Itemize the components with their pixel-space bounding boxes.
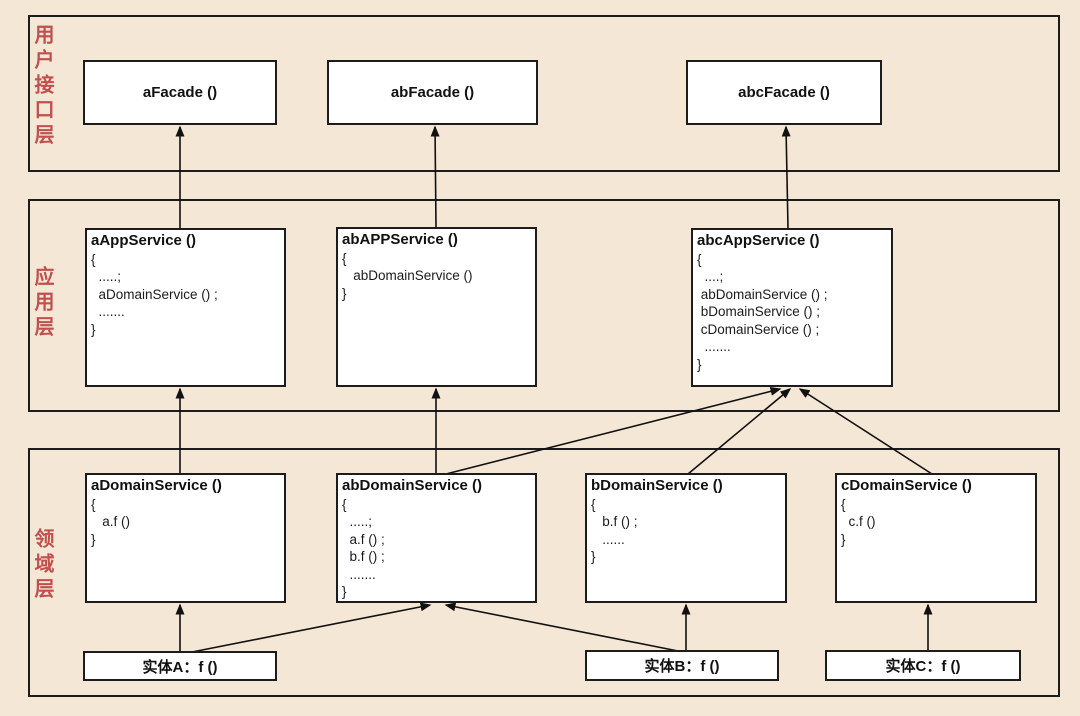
entity-c-box: 实体C：f () bbox=[825, 650, 1021, 681]
aappservice-box: aAppService () { .....; aDomainService (… bbox=[85, 228, 286, 387]
aappservice-body: { .....; aDomainService () ; ....... } bbox=[91, 251, 218, 337]
abdomainservice-box: abDomainService () { .....; a.f () ; b.f… bbox=[336, 473, 537, 603]
cdomainservice-box: cDomainService () { c.f () } bbox=[835, 473, 1037, 603]
abcappservice-box: abcAppService () { ....; abDomainService… bbox=[691, 228, 893, 387]
arrow-entity-a-to-abdomainservice bbox=[191, 602, 432, 653]
ui-layer-frame bbox=[28, 15, 1060, 172]
entity-a-box: 实体A：f () bbox=[83, 651, 277, 681]
ui-layer-label: 用户接口层 bbox=[31, 24, 53, 149]
aappservice-title: aAppService () bbox=[91, 232, 197, 249]
domain-layer-label: 领域层 bbox=[31, 528, 53, 603]
cdomainservice-title: cDomainService () bbox=[841, 477, 972, 494]
afacade-title: aFacade () bbox=[142, 84, 218, 101]
arrow-cdomainservice-to-abcappservice bbox=[798, 388, 933, 475]
entity-c-label: 实体C：f () bbox=[885, 658, 961, 675]
abcappservice-title: abcAppService () bbox=[697, 232, 820, 249]
entity-b-label: 实体B：f () bbox=[644, 658, 720, 675]
bdomainservice-body: { b.f () ; ...... } bbox=[591, 496, 638, 565]
entity-a-label: 实体A：f () bbox=[142, 658, 218, 676]
abcappservice-body: { ....; abDomainService () ; bDomainServ… bbox=[697, 251, 828, 373]
abdomainservice-body: { .....; a.f () ; b.f () ; ....... } bbox=[342, 496, 385, 600]
bdomainservice-box: bDomainService () { b.f () ; ...... } bbox=[585, 473, 787, 603]
abcfacade-title: abcFacade () bbox=[738, 84, 830, 101]
abfacade-box: abFacade () bbox=[327, 60, 538, 125]
abfacade-title: abFacade () bbox=[390, 84, 475, 101]
adomainservice-box: aDomainService () { a.f () } bbox=[85, 473, 286, 603]
afacade-box: aFacade () bbox=[83, 60, 277, 125]
bdomainservice-title: bDomainService () bbox=[591, 477, 723, 494]
cdomainservice-body: { c.f () } bbox=[841, 496, 876, 547]
arrow-abdomainservice-to-abcappservice bbox=[445, 386, 782, 475]
abdomainservice-title: abDomainService () bbox=[342, 477, 483, 494]
abappservice-title: abAPPService () bbox=[342, 231, 458, 248]
arrow-abappservice-to-abfacade bbox=[430, 125, 440, 228]
app-layer-frame bbox=[28, 199, 1060, 412]
arrow-abcappservice-to-abcfacade bbox=[781, 125, 791, 229]
entity-b-box: 实体B：f () bbox=[585, 650, 779, 681]
abappservice-box: abAPPService () { abDomainService () } bbox=[336, 227, 537, 387]
adomainservice-body: { a.f () } bbox=[91, 496, 131, 547]
arrow-entity-b-to-abdomainservice bbox=[444, 602, 679, 652]
abcfacade-box: abcFacade () bbox=[686, 60, 882, 125]
app-layer-label: 应用层 bbox=[31, 266, 53, 341]
arrow-bdomainservice-to-abcappservice bbox=[687, 388, 792, 475]
adomainservice-title: aDomainService () bbox=[91, 477, 222, 494]
abappservice-body: { abDomainService () } bbox=[342, 250, 473, 301]
